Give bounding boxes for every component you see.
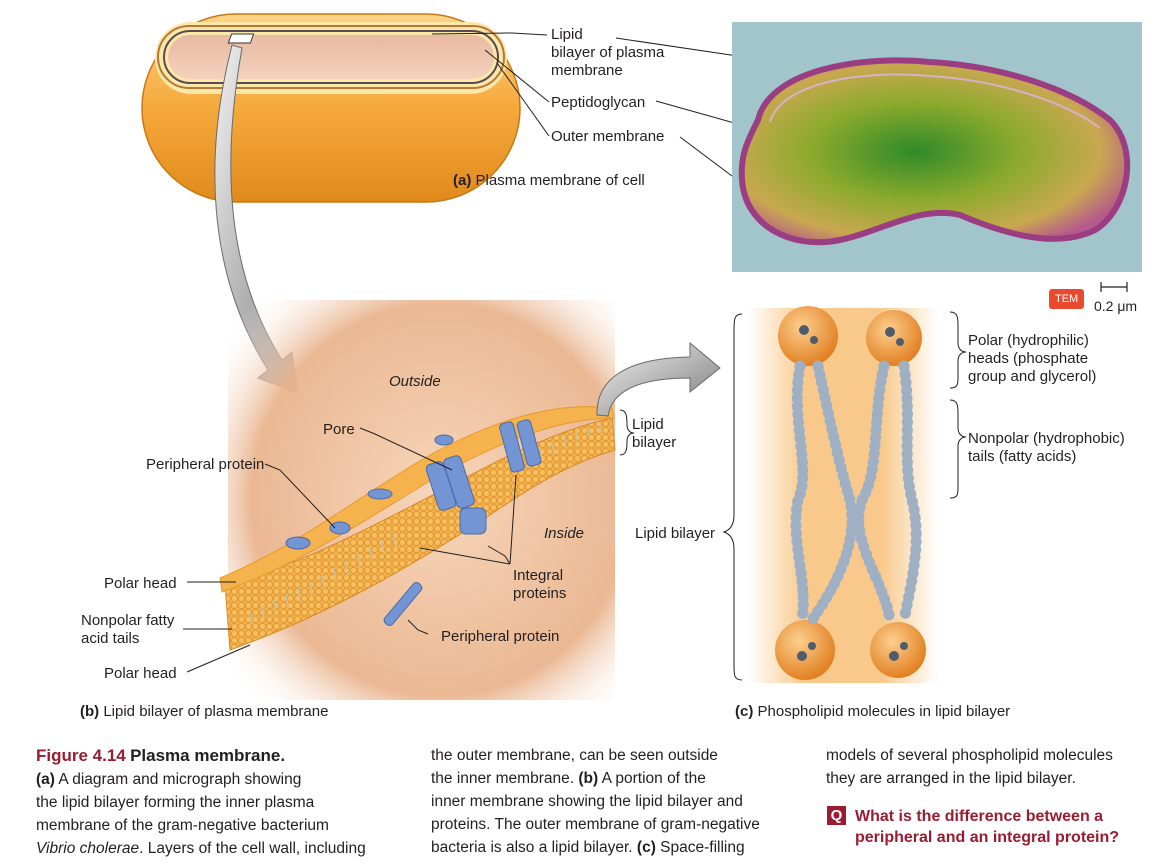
label-line: acid tails: [81, 630, 140, 647]
label-outside: Outside: [389, 373, 441, 390]
caption-c: (c) Phospholipid molecules in lipid bila…: [735, 703, 1010, 720]
caption-b-letter: (b): [80, 703, 100, 720]
caption-line: the outer membrane, can be seen outside: [431, 747, 718, 764]
brace-lipid-bilayer-b: [619, 409, 635, 456]
caption-a: (a) Plasma membrane of cell: [453, 172, 645, 189]
label-line: Integral: [513, 567, 564, 584]
label-integral-proteins: Integral proteins: [513, 567, 566, 603]
question-line: peripheral and an integral protein?: [855, 829, 1120, 846]
caption-b-text: Lipid bilayer of plasma membrane: [103, 703, 329, 720]
label-lipid-bilayer-plasma-membrane: Lipid bilayer of plasma membrane: [551, 26, 664, 80]
caption-line: they are arranged in the lipid bilayer.: [826, 770, 1076, 787]
label-polar-heads: Polar (hydrophilic) heads (phosphate gro…: [968, 332, 1096, 386]
label-polar-head-top: Polar head: [104, 575, 177, 592]
scale-bar-label: 0.2 μm: [1094, 298, 1138, 314]
figure-caption-col2: the outer membrane, can be seen outside …: [431, 744, 760, 859]
label-line: Nonpolar fatty: [81, 612, 175, 629]
caption-b: (b) Lipid bilayer of plasma membrane: [80, 703, 328, 720]
label-inside: Inside: [544, 525, 585, 542]
label-line: Nonpolar (hydrophobic): [968, 430, 1125, 447]
caption-line: bacteria is also a lipid bilayer. (c) Sp…: [431, 839, 745, 856]
caption-line: the lipid bilayer forming the inner plas…: [36, 794, 315, 811]
zoom-arrow-b-to-c: [596, 341, 721, 417]
figure-title-text: Plasma membrane.: [130, 746, 286, 765]
label-peripheral-protein-top: Peripheral protein: [146, 456, 265, 473]
label-line: heads (phosphate: [968, 350, 1089, 367]
label-line: tails (fatty acids): [968, 448, 1077, 465]
label-line: bilayer: [632, 434, 677, 451]
question-text: What is the difference between a periphe…: [855, 806, 1119, 848]
figure-number: Figure 4.14: [36, 746, 126, 765]
label-line: bilayer of plasma: [551, 44, 665, 61]
label-pore: Pore: [323, 421, 355, 438]
label-line: proteins: [513, 585, 567, 602]
scale-bar: [1100, 282, 1128, 292]
brace-tails: [949, 399, 967, 499]
label-nonpolar-fatty-acid-tails: Nonpolar fatty acid tails: [81, 612, 174, 648]
caption-line: (a) A diagram and micrograph showing: [36, 771, 302, 788]
label-peptidoglycan: Peptidoglycan: [551, 94, 646, 111]
label-line: group and glycerol): [968, 368, 1097, 385]
caption-c-text: Phospholipid molecules in lipid bilayer: [757, 703, 1011, 720]
label-peripheral-protein-bottom: Peripheral protein: [441, 628, 560, 645]
caption-line: Vibrio cholerae. Layers of the cell wall…: [36, 840, 366, 857]
leaders-b: [183, 427, 517, 673]
membrane-diagram: [219, 300, 616, 700]
caption-a-letter: (a): [453, 172, 472, 189]
caption-line: inner membrane showing the lipid bilayer…: [431, 793, 743, 810]
label-polar-head-bottom: Polar head: [104, 665, 177, 682]
label-outer-membrane: Outer membrane: [551, 128, 665, 145]
caption-c-letter: (c): [735, 703, 754, 720]
label-line: Polar (hydrophilic): [968, 332, 1089, 349]
figure-caption-col3: models of several phospholipid molecules…: [826, 744, 1113, 790]
label-line: Lipid: [632, 416, 664, 433]
tem-badge: TEM: [1049, 289, 1085, 309]
bracket-lipid-bilayer-c: [722, 313, 743, 681]
caption-line: membrane of the gram-negative bacterium: [36, 817, 329, 834]
caption-a-text: Plasma membrane of cell: [475, 172, 645, 189]
figure-caption-col1: Figure 4.14 Plasma membrane. (a) A diagr…: [36, 744, 366, 860]
brace-heads: [949, 311, 967, 389]
question-icon: Q: [827, 806, 846, 825]
label-lipid-bilayer-b: Lipid bilayer: [632, 416, 676, 452]
phospholipid-models: [748, 306, 938, 683]
label-line: Lipid: [551, 26, 583, 43]
label-line: membrane: [551, 62, 623, 79]
label-lipid-bilayer-c: Lipid bilayer: [635, 525, 716, 542]
question-line: What is the difference between a: [855, 808, 1104, 825]
figure-title: Figure 4.14 Plasma membrane.: [36, 744, 366, 768]
label-nonpolar-tails: Nonpolar (hydrophobic) tails (fatty acid…: [968, 430, 1125, 466]
caption-line: proteins. The outer membrane of gram-neg…: [431, 816, 760, 833]
caption-line: the inner membrane. (b) A portion of the: [431, 770, 706, 787]
caption-line: models of several phospholipid molecules: [826, 747, 1113, 764]
micrograph: [732, 22, 1142, 272]
